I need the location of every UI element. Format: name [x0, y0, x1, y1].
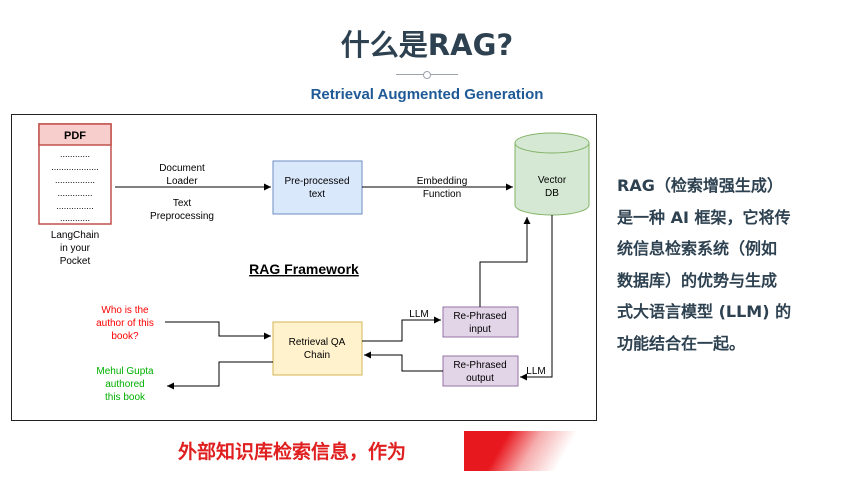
arrow-qa-to-rephrased-input	[362, 316, 441, 342]
description-line: RAG（检索增强生成）	[617, 176, 783, 195]
description-line: 统信息检索系统（例如	[617, 239, 778, 258]
description-line: 式大语言模型 (LLM) 的	[617, 302, 792, 321]
pdf-caption-line: Pocket	[60, 256, 91, 267]
edge-label-llm-out: LLM	[526, 366, 545, 377]
arrow-rephrased-output-to-qa	[364, 351, 443, 372]
page-subtitle: Retrieval Augmented Generation	[310, 86, 544, 103]
rag-diagram-frame: PDF ............ ................... ...…	[11, 114, 597, 421]
pdf-header-label: PDF	[64, 130, 86, 142]
edge-label-llm-in: LLM	[409, 309, 428, 320]
description-line: 数据库）的优势与生成	[617, 270, 778, 290]
pdf-dots-line: ................	[55, 175, 95, 185]
edge-label-loader: Loader	[166, 176, 198, 187]
arrow-qa-to-answer	[167, 361, 273, 390]
edge-label-loader: Document	[159, 163, 205, 174]
pdf-caption-line: in your	[60, 243, 91, 254]
rag-diagram: PDF ............ ................... ...…	[38, 123, 590, 403]
preprocessed-label: Pre-processed	[284, 176, 349, 187]
retrieval-qa-label: Retrieval QA	[289, 337, 346, 348]
answer-line: this book	[105, 392, 146, 403]
banner-fade-overlay	[464, 431, 604, 471]
question-line: Who is the	[101, 305, 149, 316]
description-line: 是一种 AI 框架，它将传	[617, 207, 791, 227]
arrow-question-to-qa	[165, 321, 271, 340]
rag-description: RAG（检索增强生成） 是一种 AI 框架，它将传 统信息检索系统（例如 数据库…	[617, 170, 827, 359]
answer-text: Mehul Gupta authored this book	[96, 366, 154, 403]
pdf-document-icon: PDF ............ ................... ...…	[38, 123, 112, 225]
rephrased-input-label: input	[469, 324, 491, 335]
pdf-dots-line: ............	[60, 149, 90, 159]
edge-label-embedding: Embedding	[417, 176, 468, 187]
edge-label-preprocessing: Preprocessing	[150, 211, 214, 222]
preprocessed-text-node: Pre-processed text	[272, 160, 363, 215]
title-divider-dot	[423, 71, 431, 79]
retrieval-qa-chain-node: Retrieval QA Chain	[272, 321, 363, 376]
bottom-banner-text: 外部知识库检索信息，作为	[178, 441, 407, 463]
rephrased-output-label: Re-Phrased	[453, 360, 506, 371]
vector-db-node: Vector DB	[514, 132, 590, 216]
pdf-dots-line: ............	[60, 213, 90, 223]
arrow-rephrased-input-to-vectordb	[479, 217, 531, 307]
vector-db-label: DB	[545, 188, 559, 199]
edge-label-embedding: Function	[423, 189, 461, 200]
rephrased-input-node: Re-Phrased input	[442, 306, 519, 338]
retrieval-qa-label: Chain	[304, 350, 330, 361]
page-title: 什么是RAG?	[340, 28, 514, 62]
pdf-dots-line: ...............	[56, 201, 94, 211]
rephrased-output-label: output	[466, 373, 494, 384]
answer-line: authored	[105, 379, 144, 390]
description-line: 功能结合在一起。	[617, 333, 746, 353]
preprocessed-label: text	[309, 189, 325, 200]
answer-line: Mehul Gupta	[96, 366, 154, 377]
rephrased-input-label: Re-Phrased	[453, 311, 506, 322]
edge-label-preprocessing: Text	[173, 198, 192, 209]
pdf-dots-line: ..............	[57, 188, 92, 198]
question-text: Who is the author of this book?	[96, 305, 154, 342]
arrow-vectordb-to-rephrased-output	[520, 215, 553, 381]
rag-framework-label: RAG Framework	[249, 261, 359, 277]
question-line: book?	[111, 331, 139, 342]
pdf-caption-line: LangChain	[51, 230, 99, 241]
rephrased-output-node: Re-Phrased output	[442, 355, 519, 387]
question-line: author of this	[96, 318, 154, 329]
vector-db-label: Vector	[538, 175, 567, 186]
pdf-dots-line: ...................	[51, 162, 99, 172]
pdf-caption: LangChain in your Pocket	[51, 230, 99, 267]
